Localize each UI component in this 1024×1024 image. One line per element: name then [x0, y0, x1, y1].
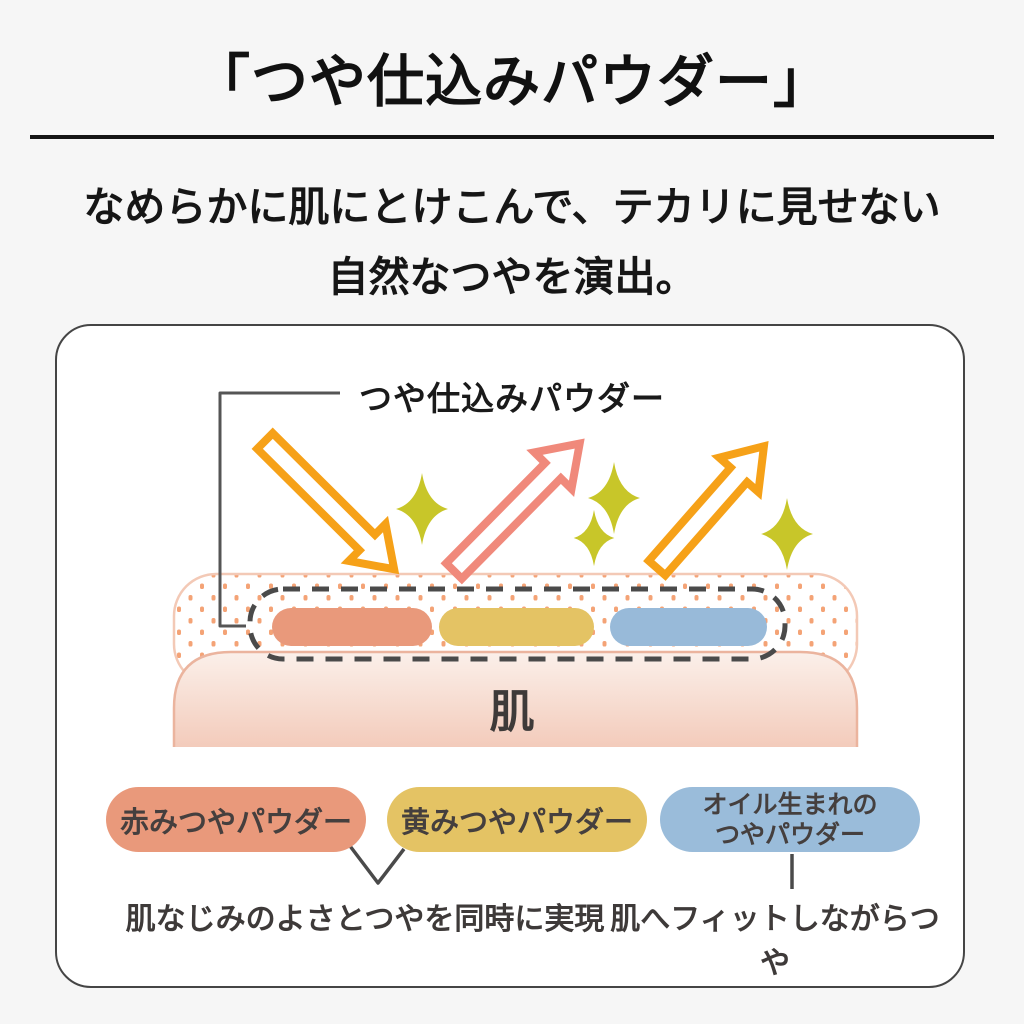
caption-red-yellow-powders: 肌なじみのよさとつやを同時に実現	[125, 903, 605, 936]
sparkle-icon	[573, 509, 615, 567]
blue-powder-layer-pill	[610, 608, 767, 646]
title-divider	[30, 135, 994, 139]
sparkle-icon	[396, 473, 448, 545]
red-powder-layer-pill	[272, 608, 432, 646]
skin-layer-shape	[172, 650, 859, 747]
subtitle-line-1: なめらかに肌にとけこんで、テカリに見せない	[83, 184, 941, 230]
legend-pill-yellow-powder: 黄みつやパウダー	[387, 787, 647, 852]
page-title: 「つや仕込みパウダー」	[193, 50, 831, 114]
legend-pill-red-powder: 赤みつやパウダー	[106, 787, 366, 852]
legend-pill-blue-label-line1: オイル生まれの	[702, 790, 878, 819]
legend-pill-red-label: 赤みつやパウダー	[119, 806, 352, 839]
powder-callout-label: つや仕込みパウダー	[359, 380, 665, 417]
subtitle-line-2: 自然なつやを演出。	[327, 254, 697, 300]
skin-diagram-graphic	[172, 391, 859, 889]
legend-pill-yellow-label: 黄みつやパウダー	[400, 806, 633, 839]
reflected-light-arrow-salmon-icon	[440, 438, 585, 585]
skin-label: 肌	[489, 686, 535, 737]
caption-blue-powder: 肌へフィットしながらつや	[610, 903, 940, 980]
incoming-light-arrow-icon	[251, 427, 400, 575]
legend-pill-blue-powder: オイル生まれの つやパウダー	[660, 787, 920, 852]
powder-zone-dashed-outline	[247, 586, 788, 662]
legend-v-connector	[348, 844, 406, 885]
sparkle-icon	[588, 462, 640, 534]
label-leader-line	[218, 391, 340, 628]
yellow-powder-layer-pill	[439, 608, 594, 646]
reflected-light-arrow-orange-icon	[643, 440, 769, 581]
diagram-card: つや仕込みパウダー 肌 赤みつやパウダー 黄みつやパウダー オイル生まれの つや…	[55, 324, 965, 988]
sparkle-icon	[761, 498, 813, 570]
legend-pill-blue-label-line2: つやパウダー	[714, 820, 865, 849]
